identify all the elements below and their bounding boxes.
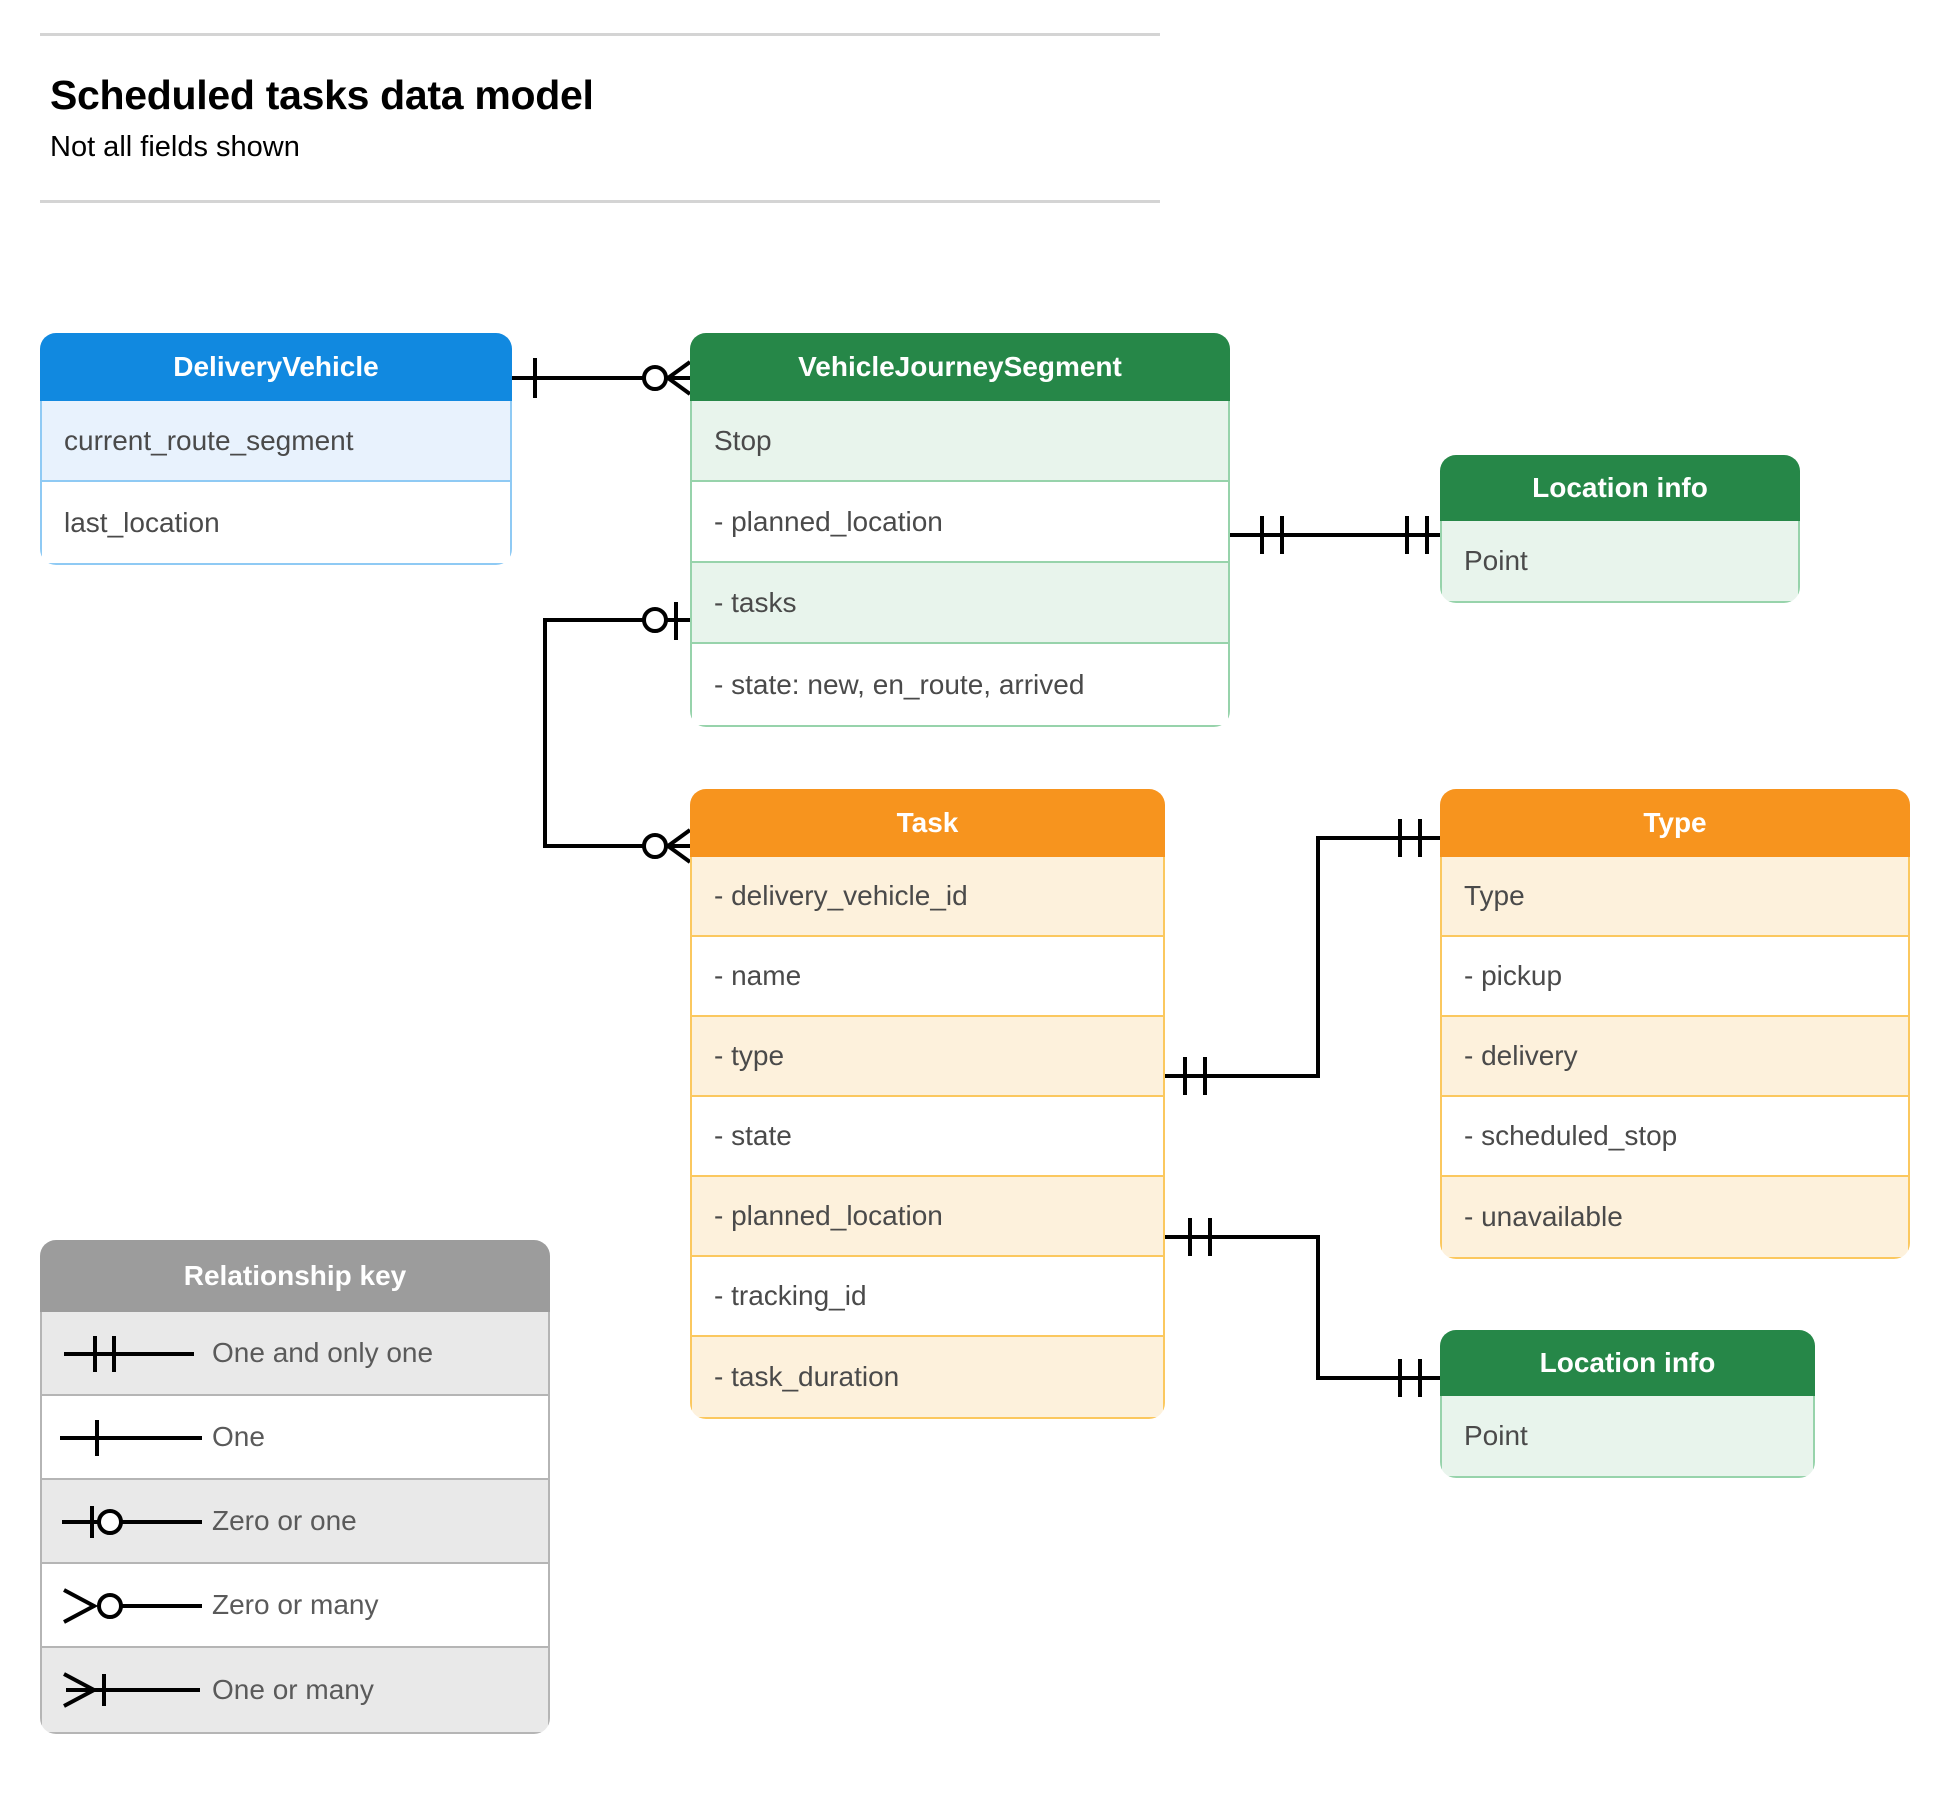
- connector-task-plannedlocation-to-locationinfo: [1165, 1218, 1452, 1397]
- zero-or-one-icon: [42, 1480, 212, 1562]
- field-row[interactable]: - state: [692, 1097, 1163, 1177]
- field-row[interactable]: - pickup: [1442, 937, 1908, 1017]
- legend-item-label: One and only one: [212, 1337, 434, 1368]
- field-row[interactable]: - task_duration: [692, 1337, 1163, 1417]
- header-divider-top: [40, 33, 1160, 36]
- page-title: Scheduled tasks data model: [50, 72, 594, 118]
- field-row[interactable]: Point: [1442, 1396, 1813, 1476]
- entity-location-info-top-title: Location info: [1440, 455, 1800, 521]
- entity-vehicle-journey-segment-fields: Stop - planned_location - tasks - state:…: [690, 401, 1230, 727]
- one-icon: [42, 1396, 212, 1478]
- entity-type-title: Type: [1440, 789, 1910, 857]
- relationship-key-legend[interactable]: Relationship key One and only one: [40, 1240, 550, 1734]
- field-row[interactable]: - name: [692, 937, 1163, 1017]
- legend-item-label: One: [212, 1421, 265, 1452]
- legend-item[interactable]: One: [42, 1396, 548, 1480]
- legend-item[interactable]: One and only one: [42, 1312, 548, 1396]
- one-or-many-icon: [42, 1648, 212, 1732]
- field-row[interactable]: - tasks: [692, 563, 1228, 644]
- legend-item-label: Zero or many: [212, 1589, 379, 1620]
- relationship-key-items: One and only one One: [40, 1312, 550, 1734]
- field-row[interactable]: current_route_segment: [42, 401, 510, 482]
- entity-delivery-vehicle[interactable]: DeliveryVehicle current_route_segment la…: [40, 333, 512, 565]
- zero-or-many-icon: [42, 1564, 212, 1646]
- field-row[interactable]: - planned_location: [692, 1177, 1163, 1257]
- one-and-only-one-icon: [42, 1312, 212, 1394]
- field-row[interactable]: - state: new, en_route, arrived: [692, 644, 1228, 725]
- entity-task-fields: - delivery_vehicle_id - name - type - st…: [690, 857, 1165, 1419]
- field-row[interactable]: - delivery: [1442, 1017, 1908, 1097]
- entity-task[interactable]: Task - delivery_vehicle_id - name - type…: [690, 789, 1165, 1419]
- field-row[interactable]: - planned_location: [692, 482, 1228, 563]
- header-divider-bottom: [40, 200, 1160, 203]
- connector-deliveryvehicle-to-vjs: [512, 358, 692, 398]
- entity-task-title: Task: [690, 789, 1165, 857]
- connector-vjs-tasks-to-task: [543, 602, 692, 864]
- legend-item-label: One or many: [212, 1674, 374, 1705]
- field-row[interactable]: - delivery_vehicle_id: [692, 857, 1163, 937]
- field-row[interactable]: - scheduled_stop: [1442, 1097, 1908, 1177]
- connector-task-type-to-type: [1165, 819, 1452, 1095]
- entity-type-fields: Type - pickup - delivery - scheduled_sto…: [1440, 857, 1910, 1259]
- relationship-key-title: Relationship key: [40, 1240, 550, 1312]
- entity-vehicle-journey-segment[interactable]: VehicleJourneySegment Stop - planned_loc…: [690, 333, 1230, 727]
- entity-delivery-vehicle-fields: current_route_segment last_location: [40, 401, 512, 565]
- field-row[interactable]: - type: [692, 1017, 1163, 1097]
- field-row[interactable]: - unavailable: [1442, 1177, 1908, 1257]
- field-row[interactable]: - tracking_id: [692, 1257, 1163, 1337]
- entity-vehicle-journey-segment-title: VehicleJourneySegment: [690, 333, 1230, 401]
- legend-item[interactable]: Zero or one: [42, 1480, 548, 1564]
- field-row[interactable]: Stop: [692, 401, 1228, 482]
- field-row[interactable]: last_location: [42, 482, 510, 563]
- legend-item-label: Zero or one: [212, 1505, 357, 1536]
- entity-location-info-bottom-fields: Point: [1440, 1396, 1815, 1478]
- field-row[interactable]: Point: [1442, 521, 1798, 601]
- field-row[interactable]: Type: [1442, 857, 1908, 937]
- entity-type[interactable]: Type Type - pickup - delivery - schedule…: [1440, 789, 1910, 1259]
- entity-delivery-vehicle-title: DeliveryVehicle: [40, 333, 512, 401]
- page-subtitle: Not all fields shown: [50, 131, 300, 163]
- entity-location-info-top-fields: Point: [1440, 521, 1800, 603]
- legend-item[interactable]: Zero or many: [42, 1564, 548, 1648]
- entity-location-info-top[interactable]: Location info Point: [1440, 455, 1800, 603]
- entity-location-info-bottom-title: Location info: [1440, 1330, 1815, 1396]
- legend-item[interactable]: One or many: [42, 1648, 548, 1732]
- entity-location-info-bottom[interactable]: Location info Point: [1440, 1330, 1815, 1478]
- connector-vjs-plannedlocation-to-locationinfo: [1230, 516, 1460, 554]
